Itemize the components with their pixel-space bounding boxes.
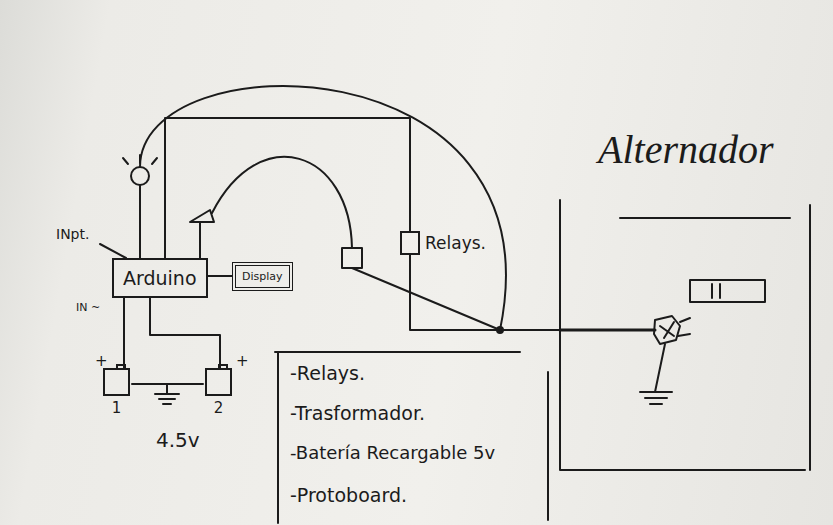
junction-dot <box>497 327 503 333</box>
relay-wire <box>352 268 500 330</box>
ground-symbol <box>132 384 203 404</box>
relay-box: Relays. <box>400 231 486 255</box>
outlet-slots <box>712 284 720 298</box>
plug-cable <box>560 329 655 332</box>
switch-symbol <box>190 210 214 258</box>
battery-body <box>205 368 232 396</box>
list-item: -Batería Recargable 5v <box>290 442 495 463</box>
pin-label: IN ~ <box>76 301 100 314</box>
polarity-sign: + <box>236 352 249 370</box>
wire-connector <box>150 298 220 368</box>
node-label: Relays. <box>425 233 486 253</box>
wire-connector <box>165 118 410 258</box>
list-item: -Relays. <box>290 362 365 384</box>
wire-connector <box>208 275 233 277</box>
alternator-region: Alternador <box>560 120 815 475</box>
plug-prongs <box>678 318 690 336</box>
battery-number: 1 <box>112 399 122 417</box>
loop-wire <box>140 86 506 330</box>
relay-square <box>400 231 420 255</box>
voltage-label: 4.5v <box>156 428 200 452</box>
wire-connector <box>410 255 560 330</box>
display-box: Display <box>232 262 293 291</box>
node-label: Arduino <box>123 267 197 289</box>
wire-connector <box>123 298 125 368</box>
ground-symbol <box>640 344 672 404</box>
pin-label: INpt. <box>56 226 89 242</box>
list-item: -Trasformador. <box>290 402 425 424</box>
polarity-sign: + <box>95 352 108 370</box>
battery-cell: 2 <box>205 368 232 417</box>
battery-number: 2 <box>214 399 224 417</box>
relay-box <box>342 248 362 268</box>
led-wire <box>139 185 141 258</box>
battery-cell: 1 <box>103 368 130 417</box>
node-label: Display <box>242 270 283 283</box>
relay-wire <box>212 157 352 248</box>
battery-body <box>103 368 130 396</box>
battery-terminal <box>116 364 126 370</box>
list-item: -Protoboard. <box>290 484 407 506</box>
region-title: Alternador <box>598 126 815 173</box>
battery-terminal <box>218 364 228 370</box>
list-frame <box>275 352 548 523</box>
plug-symbol <box>654 316 680 344</box>
led-symbol <box>131 167 149 185</box>
outlet-symbol <box>690 280 765 302</box>
leader-line <box>100 244 126 258</box>
alternator-outline <box>560 200 810 470</box>
arduino-box: Arduino <box>112 258 208 298</box>
